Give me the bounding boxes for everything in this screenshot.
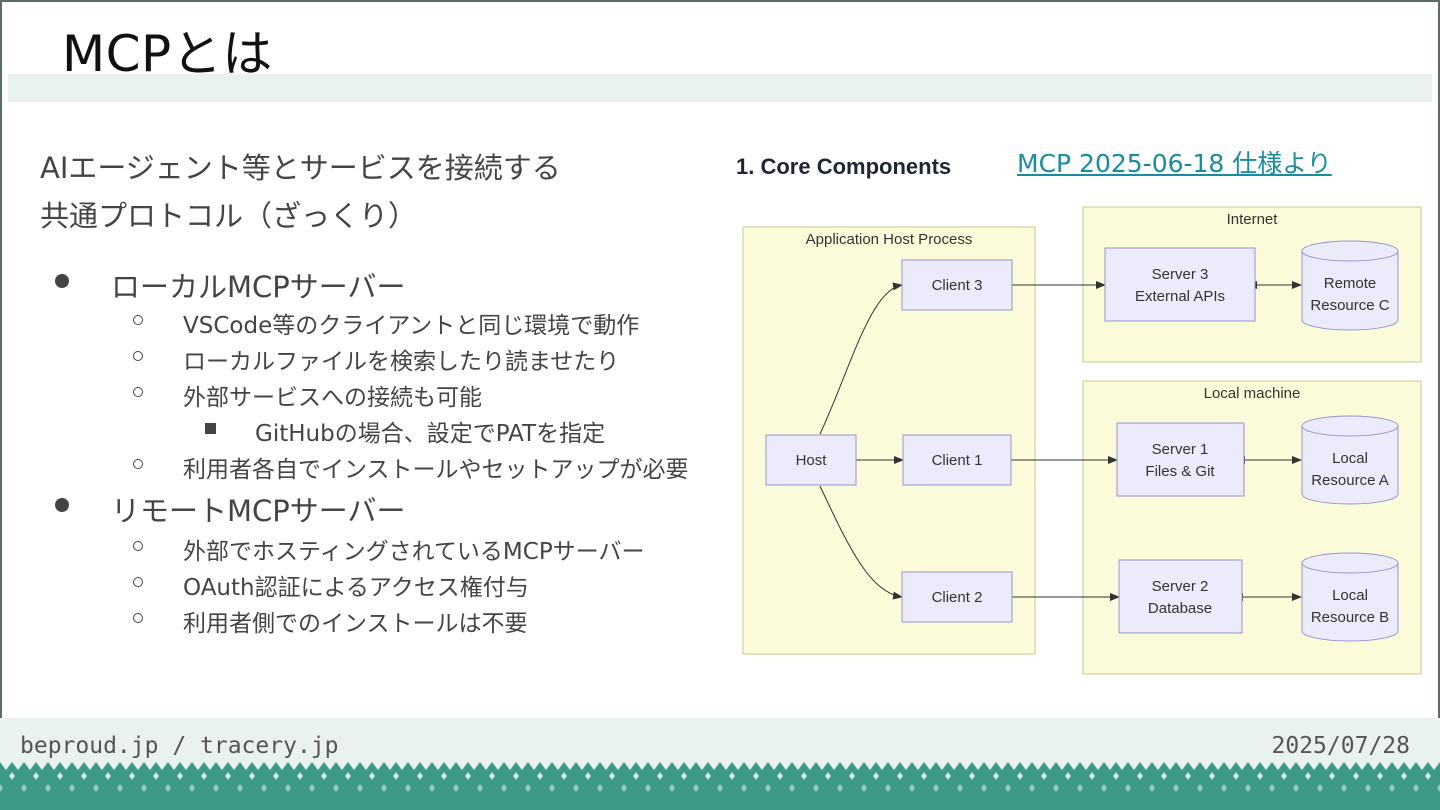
node-resource-a-line1: Local xyxy=(1332,450,1368,467)
node-resource-b-line2: Resource B xyxy=(1311,609,1389,626)
bullet-dot xyxy=(55,274,69,288)
bullet-ring xyxy=(133,351,143,361)
edge-host-client3 xyxy=(819,282,903,435)
list-item-text: 利用者各自でインストールやセットアップが必要 xyxy=(183,457,689,483)
footer-pattern xyxy=(0,762,1440,810)
node-client2: Client 2 xyxy=(901,571,1013,623)
list-item-text: 外部でホスティングされているMCPサーバー xyxy=(183,539,645,565)
node-server3: Server 3 External APIs xyxy=(1104,247,1256,322)
bullet-remote-label: リモートMCPサーバー xyxy=(111,494,406,528)
bullet-dot xyxy=(55,498,69,512)
bullet-ring xyxy=(133,387,143,397)
node-client1: Client 1 xyxy=(902,434,1012,486)
page-title: MCPとは xyxy=(62,25,273,83)
node-server1: Server 1 Files & Git xyxy=(1116,422,1245,497)
list-subitem-text: GitHubの場合、設定でPATを指定 xyxy=(255,421,606,447)
node-server1-line1: Server 1 xyxy=(1152,441,1209,458)
group-local-machine-label: Local machine xyxy=(1204,385,1301,402)
node-client1-label: Client 1 xyxy=(932,452,983,469)
list-item-text: ローカルファイルを検索したり読ませたり xyxy=(183,349,620,375)
group-app-host-label: Application Host Process xyxy=(806,231,973,248)
node-server1-line2: Files & Git xyxy=(1145,463,1215,480)
title-band xyxy=(8,74,1432,102)
diagram-heading: 1. Core Components xyxy=(736,154,952,179)
node-resource-c: Remote Resource C xyxy=(1301,240,1399,331)
bullet-local-label: ローカルMCPサーバー xyxy=(111,270,406,304)
node-resource-a: Local Resource A xyxy=(1301,415,1399,505)
list-item-text: VSCode等のクライアントと同じ環境で動作 xyxy=(183,313,640,339)
node-client2-label: Client 2 xyxy=(932,589,983,606)
spec-link[interactable]: MCP 2025-06-18 仕様より xyxy=(1017,149,1332,178)
intro-line-2: 共通プロトコル（ざっくり） xyxy=(40,199,418,233)
node-server2-line1: Server 2 xyxy=(1152,578,1209,595)
node-resource-b-line1: Local xyxy=(1332,587,1368,604)
footer-site: beproud.jp / tracery.jp xyxy=(20,733,339,759)
group-internet-label: Internet xyxy=(1227,211,1279,228)
bullet-ring xyxy=(133,315,143,325)
node-server2-line2: Database xyxy=(1148,600,1212,617)
bullet-ring xyxy=(133,577,143,587)
intro-text: AIエージェント等とサービスを接続する 共通プロトコル（ざっくり） xyxy=(40,144,561,240)
node-resource-c-line1: Remote xyxy=(1324,275,1377,292)
node-host: Host xyxy=(765,434,857,486)
intro-line-1: AIエージェント等とサービスを接続する xyxy=(40,151,561,185)
node-client3-label: Client 3 xyxy=(932,277,983,294)
list-item-text: 外部サービスへの接続も可能 xyxy=(183,385,482,411)
architecture-diagram: Application Host Process Internet Local … xyxy=(742,206,1422,675)
node-server2: Server 2 Database xyxy=(1118,559,1243,634)
footer-date: 2025/07/28 xyxy=(1271,733,1410,759)
bullet-ring xyxy=(133,541,143,551)
node-server3-line2: External APIs xyxy=(1135,288,1225,305)
node-resource-a-line2: Resource A xyxy=(1311,472,1389,489)
node-client3: Client 3 xyxy=(901,259,1013,311)
node-resource-c-line2: Resource C xyxy=(1310,297,1389,314)
list-item-text: 利用者側でのインストールは不要 xyxy=(183,611,528,637)
bullet-ring xyxy=(133,459,143,469)
list-item-text: OAuth認証によるアクセス権付与 xyxy=(183,575,529,601)
node-server3-line1: Server 3 xyxy=(1152,266,1209,283)
bullet-ring xyxy=(133,613,143,623)
node-resource-b: Local Resource B xyxy=(1301,552,1399,642)
bullet-square xyxy=(205,423,216,434)
node-host-label: Host xyxy=(796,452,828,469)
edge-host-client2 xyxy=(819,485,903,600)
